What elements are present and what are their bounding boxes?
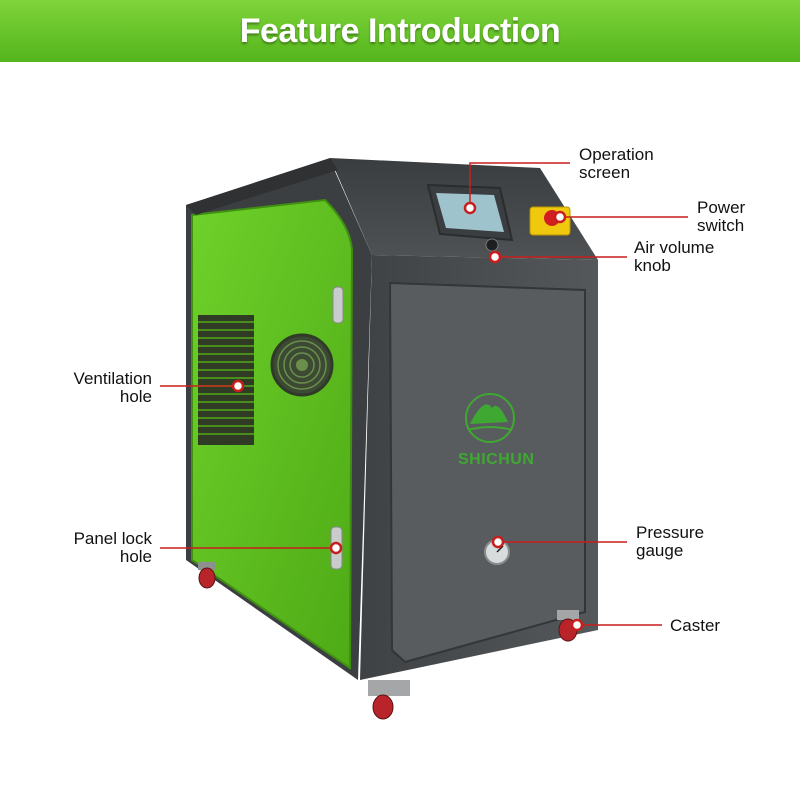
top-ridge: [186, 158, 338, 215]
callout-lines: [160, 162, 688, 626]
brand-logo-icon: [465, 393, 515, 443]
page-title: Feature Introduction: [239, 11, 561, 50]
front-door: [388, 281, 586, 664]
callout-pressure-gauge: Pressure gauge: [636, 523, 705, 560]
callout-dots: [231, 201, 584, 632]
callout-caster: Caster: [670, 616, 721, 635]
title-banner: Feature Introduction: [0, 0, 800, 62]
ventilation-hole-icon: [198, 315, 254, 445]
caster-left-icon: [198, 562, 216, 589]
air-volume-knob-icon: [485, 238, 499, 252]
upper-lock-icon: [332, 286, 344, 324]
brand-label: SHICHUN: [458, 451, 535, 468]
callout-panel-lock-hole: Panel lock hole: [73, 529, 152, 566]
callout-ventilation-hole: Ventilation hole: [73, 369, 152, 406]
callout-air-volume-knob: Air volume knob: [634, 238, 715, 275]
callout-operation-screen: Operation screen: [579, 145, 654, 182]
fan-grille-icon: [270, 333, 334, 397]
callout-power-switch: Power switch: [697, 198, 746, 235]
caster-front-icon: [368, 680, 410, 720]
